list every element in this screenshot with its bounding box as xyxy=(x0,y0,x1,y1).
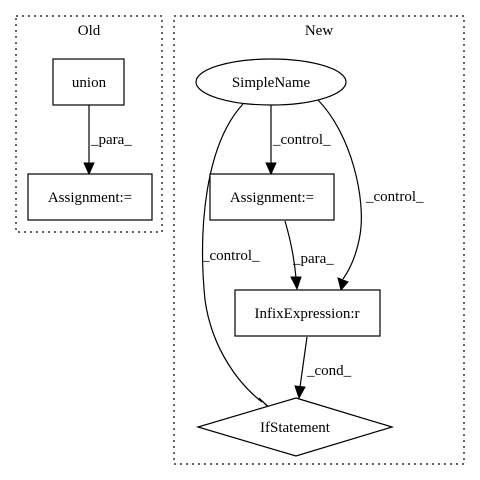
edge-assignment-new-to-infix: _para_ xyxy=(284,220,334,291)
node-simplename-label: SimpleName xyxy=(232,75,311,91)
node-assignment-new-label: Assignment:= xyxy=(230,190,314,206)
edge-line xyxy=(299,336,308,388)
edge-simplename-to-infix: _control_ xyxy=(317,99,424,292)
arrow-head xyxy=(83,162,95,176)
node-infix-label: InfixExpression:r xyxy=(255,306,360,322)
arrow-head xyxy=(294,385,306,400)
node-union-label: union xyxy=(72,75,107,91)
edge-label-para: _para_ xyxy=(292,251,334,267)
edge-simplename-to-assignment-new: _control_ xyxy=(265,105,331,176)
edge-label-control: _control_ xyxy=(201,248,260,264)
arrow-head xyxy=(265,162,277,176)
node-union-box xyxy=(52,58,125,106)
edge-label-cond: _cond_ xyxy=(306,363,352,379)
node-infix-expression: InfixExpression:r xyxy=(234,289,381,337)
node-infix-box xyxy=(234,289,381,337)
arrow-head xyxy=(290,276,302,291)
edge-simplename-to-ifstatement: _control_ xyxy=(201,103,272,410)
cluster-old-label: Old xyxy=(78,23,101,39)
node-assignment-old: Assignment:= xyxy=(27,173,153,221)
node-assignment-new-box xyxy=(209,173,335,221)
edge-union-to-assignment-old: _para_ xyxy=(83,105,132,176)
cluster-old: Old xyxy=(15,15,163,233)
node-assignment-new: Assignment:= xyxy=(209,173,335,221)
cluster-new: New xyxy=(173,15,465,465)
edge-line xyxy=(284,220,297,279)
node-ifstatement-diamond xyxy=(195,397,395,457)
cluster-old-border xyxy=(15,15,163,233)
edge-label-para: _para_ xyxy=(90,132,132,148)
edge-infix-to-ifstatement: _cond_ xyxy=(294,336,352,400)
cluster-new-label: New xyxy=(305,23,333,39)
node-ifstatement-label: IfStatement xyxy=(260,420,331,436)
node-assignment-old-box xyxy=(27,173,153,221)
edge-label-control: _control_ xyxy=(272,132,331,148)
arrow-head xyxy=(337,277,349,292)
cluster-new-border xyxy=(173,15,465,465)
node-ifstatement: IfStatement xyxy=(195,397,395,457)
node-simplename-ellipse xyxy=(195,58,347,106)
edge-line xyxy=(317,99,362,280)
node-simplename: SimpleName xyxy=(195,58,347,106)
node-union: union xyxy=(52,58,125,106)
edge-label-control: _control_ xyxy=(365,189,424,205)
node-assignment-old-label: Assignment:= xyxy=(48,190,132,206)
edge-line xyxy=(202,103,263,403)
